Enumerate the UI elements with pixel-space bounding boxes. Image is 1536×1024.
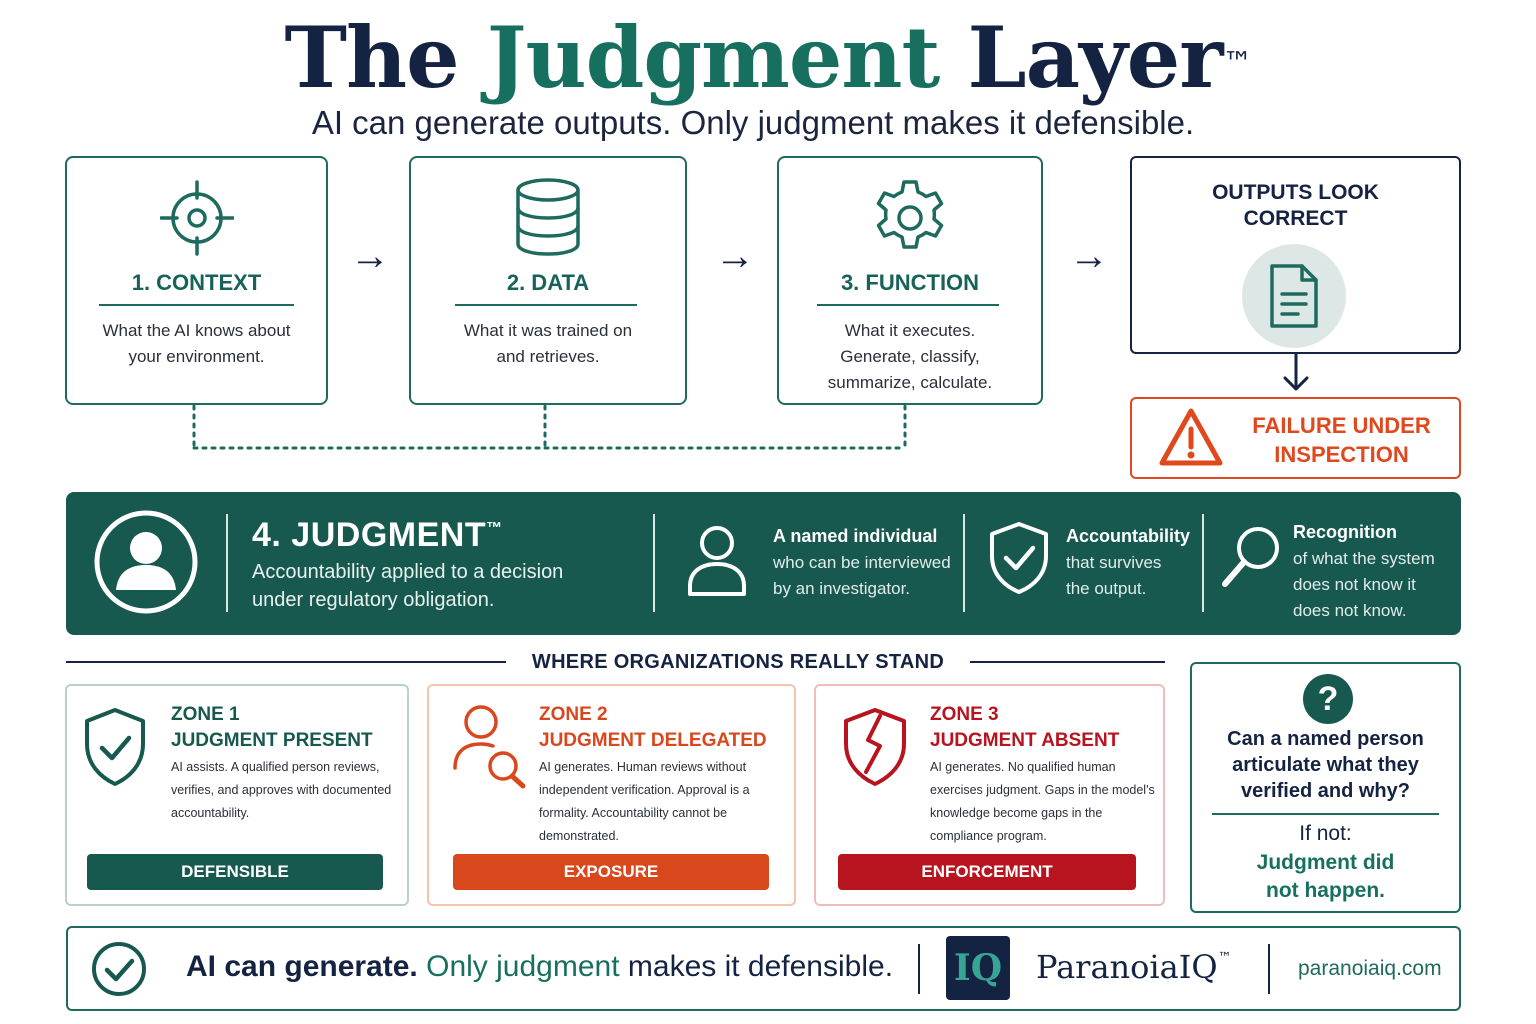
divider bbox=[970, 661, 1165, 663]
divider bbox=[1268, 944, 1270, 994]
zone-status-badge: ENFORCEMENT bbox=[838, 854, 1136, 890]
arrow-right-icon: → bbox=[350, 234, 390, 278]
divider bbox=[817, 304, 999, 306]
divider bbox=[918, 944, 920, 994]
arrow-down-icon bbox=[1281, 352, 1311, 394]
user-avatar-icon bbox=[92, 508, 200, 621]
divider bbox=[653, 514, 655, 612]
arrow-right-icon: → bbox=[1069, 234, 1109, 278]
step-label: 2. DATA bbox=[506, 270, 590, 295]
step-description: What it executes.Generate, classify,summ… bbox=[827, 321, 993, 392]
warning-icon bbox=[1158, 407, 1224, 474]
divider bbox=[455, 304, 637, 306]
feature-title: Recognition bbox=[1293, 522, 1397, 542]
shield-check-icon bbox=[83, 706, 147, 793]
brand-name: ParanoiaIQ™ bbox=[1036, 948, 1232, 986]
question-mark-icon: ? bbox=[1303, 674, 1353, 724]
judgment-band: 4. JUDGMENT™ Accountability applied to a… bbox=[66, 492, 1461, 635]
zone-status-badge: DEFENSIBLE bbox=[87, 854, 383, 890]
zone-description: AI assists. A qualified person reviews,v… bbox=[171, 760, 392, 820]
zone-status-badge: EXPOSURE bbox=[453, 854, 769, 890]
arrow-right-icon: → bbox=[715, 234, 755, 278]
person-search-icon bbox=[451, 702, 527, 795]
if-not-label: If not: bbox=[1299, 822, 1352, 845]
document-icon bbox=[1242, 244, 1346, 348]
step-label: 3. FUNCTION bbox=[840, 270, 980, 295]
step-label: 1. CONTEXT bbox=[131, 270, 262, 295]
check-circle-icon bbox=[90, 940, 148, 1003]
divider bbox=[66, 661, 506, 663]
shield-check-icon bbox=[988, 520, 1050, 601]
divider bbox=[226, 514, 228, 612]
title-accent: Judgment bbox=[486, 8, 940, 107]
section-title: WHERE ORGANIZATIONS REALLY STAND bbox=[531, 651, 945, 673]
divider bbox=[99, 304, 294, 306]
divider bbox=[1212, 813, 1439, 815]
divider bbox=[1202, 514, 1204, 612]
person-icon bbox=[686, 524, 748, 603]
gear-icon bbox=[779, 178, 1041, 263]
feature-title: A named individual bbox=[773, 526, 938, 546]
website-link[interactable]: paranoiaiq.com bbox=[1298, 957, 1442, 980]
feature-title: Accountability bbox=[1066, 526, 1191, 546]
crosshair-icon bbox=[67, 178, 326, 263]
brand-logo: IQ bbox=[946, 936, 1010, 1000]
magnifier-icon bbox=[1220, 524, 1282, 595]
step-function-card: 3. FUNCTION What it executes.Generate, c… bbox=[777, 156, 1043, 405]
broken-shield-icon bbox=[842, 706, 908, 793]
divider bbox=[963, 514, 965, 612]
dotted-connector bbox=[192, 404, 907, 450]
trademark-mark: ™ bbox=[1222, 46, 1253, 81]
footer-bar: AI can generate. Only judgment makes it … bbox=[66, 926, 1461, 1011]
judgment-title: 4. JUDGMENT™ bbox=[252, 516, 503, 554]
page-subtitle: AI can generate outputs. Only judgment m… bbox=[311, 104, 1195, 141]
page-title: The Judgment Layer™ bbox=[284, 8, 1253, 107]
footer-tagline: AI can generate. Only judgment makes it … bbox=[186, 950, 894, 983]
database-icon bbox=[411, 178, 685, 263]
